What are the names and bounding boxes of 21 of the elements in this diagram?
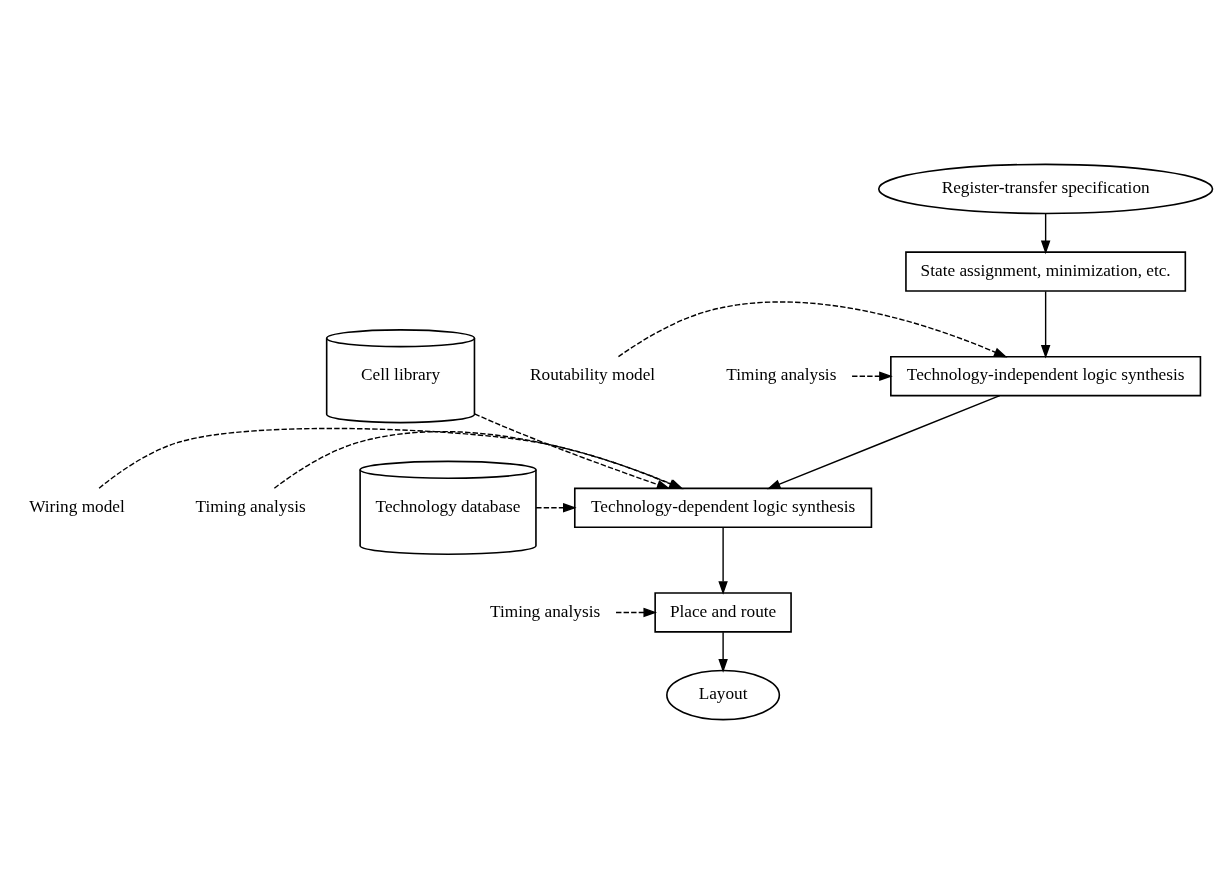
arrow xyxy=(617,300,1007,358)
node-text: Timing analysis xyxy=(195,496,306,516)
arrow xyxy=(717,630,728,673)
node-box: Technology-dependent logic synthesis xyxy=(573,487,872,528)
arrow xyxy=(717,526,728,595)
arrow xyxy=(1040,290,1050,359)
node-text: Wiring model xyxy=(28,496,125,516)
node-text: Routability model xyxy=(529,364,655,384)
arrow xyxy=(1040,212,1050,254)
arrow xyxy=(614,607,657,617)
arrow xyxy=(534,502,577,513)
node-text: Timing analysis xyxy=(489,601,600,621)
node-box: Technology-independent logic synthesis xyxy=(889,355,1201,396)
node-ellipse: Layout xyxy=(665,669,780,720)
node-ellipse: Register-transfer specification xyxy=(877,163,1213,214)
arrow xyxy=(766,394,1000,489)
node-box: Place and route xyxy=(653,591,792,633)
arrow xyxy=(473,412,670,489)
arrow xyxy=(850,370,893,381)
node-box: State assignment, minimization, etc. xyxy=(904,250,1186,292)
node-text: Timing analysis xyxy=(725,364,836,384)
